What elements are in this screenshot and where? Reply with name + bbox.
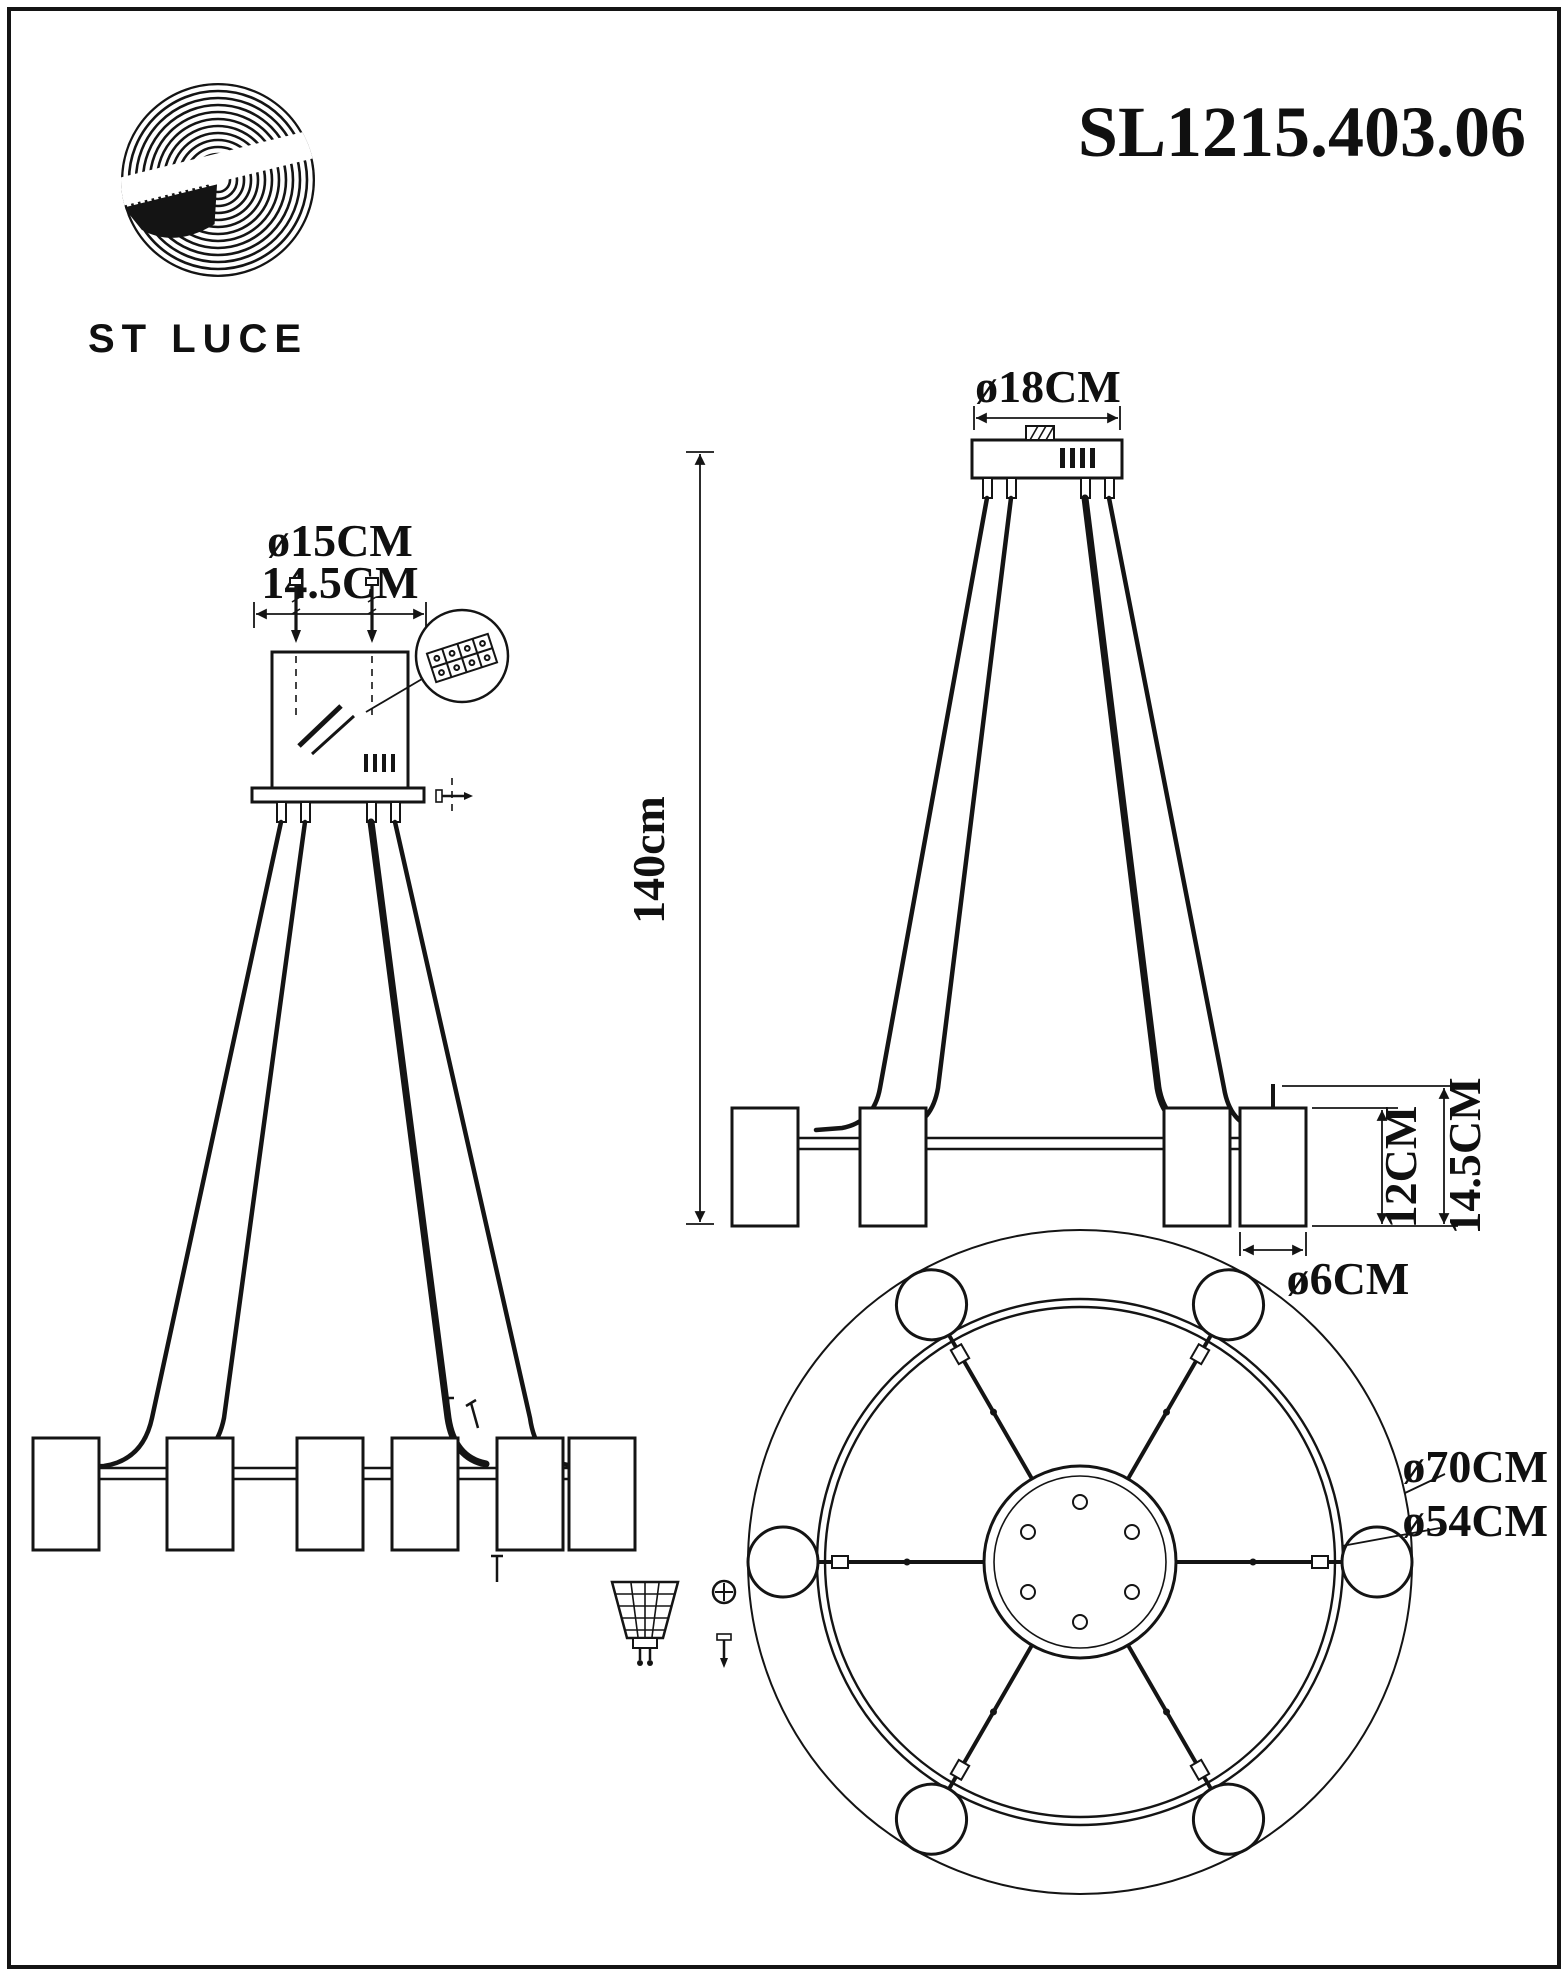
logo-crescent — [123, 184, 218, 238]
mounting-screw-icon — [365, 577, 379, 643]
mounting-plate — [250, 786, 426, 804]
front-canopy-diameter-label: ø15CM — [267, 515, 413, 566]
lamp-shade — [165, 1436, 235, 1552]
shade-total-height-label: 14.5CM — [1439, 1077, 1490, 1234]
side-view-drawing: ø18CM — [730, 361, 1490, 1304]
lamp-shade — [567, 1436, 637, 1552]
lamp-shade — [730, 1106, 800, 1228]
small-screw-icon — [442, 1396, 503, 1582]
lamp-shade — [1162, 1106, 1232, 1228]
plate-diameter-label: ø18CM — [975, 361, 1121, 412]
lamp-shade — [1238, 1106, 1308, 1228]
mounting-screw-icon — [289, 577, 303, 643]
ring-diameter-label: ø54CM — [1402, 1495, 1548, 1546]
front-canopy-width-label: 14.5CM — [261, 557, 418, 608]
brand-name: ST LUCE — [88, 317, 308, 361]
overall-height-dimension: 140cm — [623, 451, 714, 1225]
shade-diameter-label: ø6CM — [1287, 1253, 1410, 1304]
side-screw-icon — [716, 1633, 732, 1668]
small-screw-icon — [435, 778, 473, 814]
ceiling-plate — [970, 438, 1124, 480]
spoke-and-lamp — [746, 1268, 1414, 1856]
top-view-drawing: ø70CM ø54CM — [746, 1229, 1548, 1895]
gu10-bulb-detail — [610, 1579, 737, 1668]
page-border — [7, 7, 1561, 1969]
logo-swoosh — [121, 129, 315, 208]
lamp-shade — [858, 1106, 928, 1228]
canopy-cup — [270, 650, 410, 790]
lamp-shade — [295, 1436, 365, 1552]
central-hub — [982, 1464, 1178, 1660]
lamp-shade — [495, 1436, 565, 1552]
lamp-shade — [390, 1436, 460, 1552]
st-luce-logo: ST LUCE — [88, 83, 315, 361]
model-number: SL1215.403.06 — [1078, 92, 1526, 172]
terminal-block-callout — [414, 608, 510, 704]
lamp-shade — [31, 1436, 101, 1552]
outer-diameter-label: ø70CM — [1402, 1441, 1548, 1492]
shade-height-label: 12CM — [1375, 1106, 1426, 1229]
phillips-screw-icon — [711, 1579, 737, 1605]
mounting-bracket — [1025, 425, 1055, 441]
overall-height-label: 140cm — [623, 796, 674, 924]
front-view-drawing: ø15CM 14.5CM — [31, 515, 737, 1668]
